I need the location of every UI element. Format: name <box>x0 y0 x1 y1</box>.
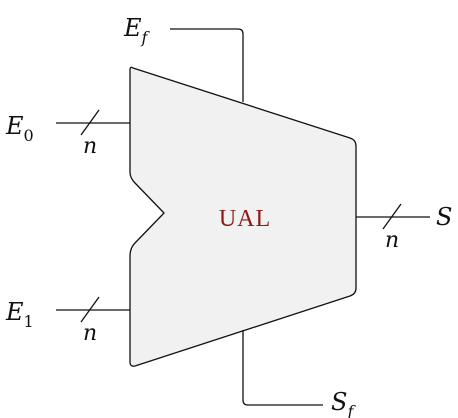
alu-body <box>129 66 357 367</box>
alu-label: UAL <box>219 206 271 232</box>
bus-slash-e0 <box>80 109 100 136</box>
label-e1: E1 <box>5 298 34 331</box>
output-sf: Sf <box>242 330 356 418</box>
bus-width-s: n <box>385 228 399 253</box>
bus-slash-s <box>382 203 402 230</box>
label-e0: E0 <box>5 112 34 145</box>
output-s: S n <box>356 203 452 253</box>
label-s: S <box>436 203 452 231</box>
input-e0: E0 n <box>5 109 130 159</box>
bus-width-e1: n <box>83 321 97 346</box>
bus-slash-e1 <box>80 296 100 323</box>
input-e1: E1 n <box>5 296 130 346</box>
label-ef: Ef <box>123 14 151 47</box>
input-ef: Ef <box>123 14 244 102</box>
bus-width-e0: n <box>83 134 97 159</box>
label-sf: Sf <box>331 388 356 418</box>
